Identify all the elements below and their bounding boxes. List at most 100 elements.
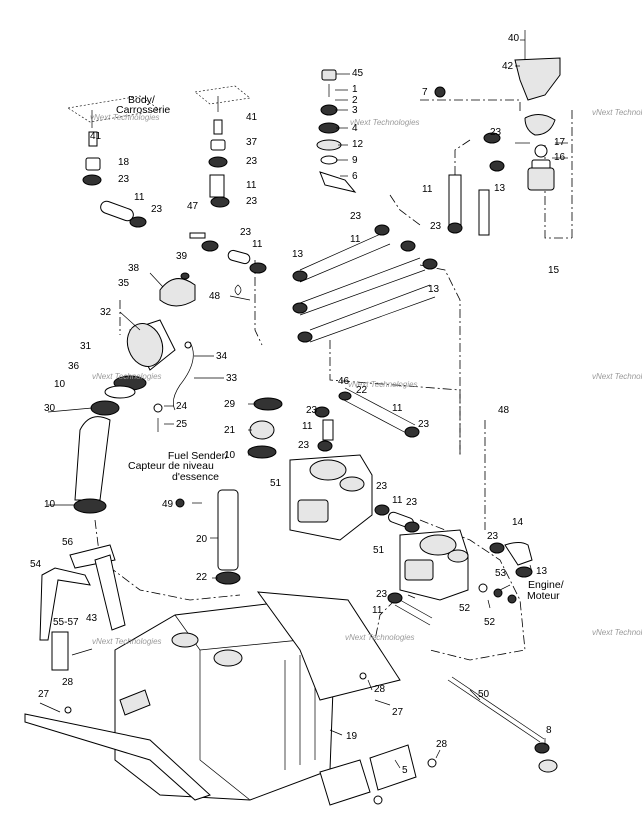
leader-lines xyxy=(39,39,568,769)
part-callout-48b: 48 xyxy=(498,405,510,416)
part-callout-23o: 23 xyxy=(430,221,442,232)
watermark: vNext Technologies xyxy=(592,372,642,381)
part-callout-11b: 11 xyxy=(252,239,263,250)
part-callout-22: 22 xyxy=(356,385,368,396)
part-callout-27a: 27 xyxy=(38,689,50,700)
part-callout-49: 49 xyxy=(162,499,174,510)
part-callout-10a: 10 xyxy=(54,379,66,390)
part-callout-56: 56 xyxy=(62,537,74,548)
part-callout-27b: 27 xyxy=(392,707,404,718)
routing-lines xyxy=(94,99,573,661)
part-callout-18: 18 xyxy=(118,157,130,168)
part-callout-9: 9 xyxy=(352,155,358,166)
fuel-sender-label-fr2: d'essence xyxy=(172,471,219,483)
part-callout-40: 40 xyxy=(508,33,520,44)
watermark: vNext Technologies xyxy=(90,113,160,122)
part-callout-23e: 23 xyxy=(246,156,258,167)
part-callout-14: 14 xyxy=(512,517,524,528)
part-callout-25: 25 xyxy=(176,419,188,430)
part-callout-11i: 11 xyxy=(422,184,433,195)
part-callout-55-57: 55-57 xyxy=(53,617,79,628)
engine-label-en: Engine/ xyxy=(528,579,564,591)
part-callout-13a: 13 xyxy=(292,249,304,260)
body-label-fr: Carrosserie xyxy=(116,104,171,116)
part-callout-36: 36 xyxy=(68,361,80,372)
carburetors xyxy=(289,454,469,601)
part-callout-48a: 48 xyxy=(209,291,221,302)
body-label-en: Body/ xyxy=(128,94,155,106)
part-callout-4: 4 xyxy=(352,123,358,134)
part-callout-23f: 23 xyxy=(246,196,258,207)
part-callout-15: 15 xyxy=(548,265,560,276)
tank-straps xyxy=(39,544,437,806)
part-callout-50: 50 xyxy=(478,689,490,700)
part-callout-21: 21 xyxy=(224,425,236,436)
part-callout-8: 8 xyxy=(546,725,552,736)
part-callout-33: 33 xyxy=(226,373,238,384)
part-callout-3: 3 xyxy=(352,105,358,116)
part-callout-39: 39 xyxy=(176,251,188,262)
part-callout-31: 31 xyxy=(80,341,92,352)
engine-label-fr: Moteur xyxy=(527,590,560,602)
filler-neck-parts xyxy=(73,272,196,514)
part-callout-23g: 23 xyxy=(306,405,318,416)
fuel-hoses xyxy=(292,132,505,343)
part-callout-52a: 52 xyxy=(459,603,471,614)
part-callout-10c: 10 xyxy=(44,499,56,510)
part-callout-12: 12 xyxy=(352,139,364,150)
fuel-tank xyxy=(24,591,401,801)
part-callout-11h: 11 xyxy=(372,605,383,616)
part-callout-37: 37 xyxy=(246,137,258,148)
part-callout-29: 29 xyxy=(224,399,236,410)
part-callout-17: 17 xyxy=(554,137,566,148)
fuel-sender-label-fr1: Capteur de niveau xyxy=(128,460,214,472)
part-callout-16: 16 xyxy=(554,152,566,163)
part-callout-1: 1 xyxy=(352,84,358,95)
part-callout-11d: 11 xyxy=(350,234,361,245)
centre-parts xyxy=(175,284,283,585)
fuel-filter xyxy=(514,30,561,191)
part-callout-11a: 11 xyxy=(134,192,145,203)
part-callout-13b: 13 xyxy=(428,284,440,295)
part-callout-11e: 11 xyxy=(392,403,403,414)
watermark: vNext Technologies xyxy=(592,628,642,637)
choke-cable xyxy=(447,676,558,773)
part-callout-23m: 23 xyxy=(376,589,388,600)
part-callout-23d: 23 xyxy=(350,211,362,222)
part-callout-43: 43 xyxy=(86,613,98,624)
part-callout-2: 2 xyxy=(352,95,358,106)
part-callout-45: 45 xyxy=(352,68,364,79)
part-callout-28b: 28 xyxy=(374,684,386,695)
part-callout-53: 53 xyxy=(495,568,507,579)
watermark: vNext Technologies xyxy=(92,637,162,646)
part-callout-20: 20 xyxy=(196,534,208,545)
part-callout-10b: 10 xyxy=(224,450,236,461)
part-callout-23l: 23 xyxy=(487,531,499,542)
part-callout-23h: 23 xyxy=(418,419,430,430)
carb-hoses xyxy=(314,387,533,626)
part-callout-52b: 52 xyxy=(484,617,496,628)
part-callout-23b: 23 xyxy=(151,204,163,215)
watermark: vNext Technologies xyxy=(350,118,420,127)
part-callout-23a: 23 xyxy=(118,174,130,185)
part-callout-19: 19 xyxy=(346,731,358,742)
part-callout-41a: 41 xyxy=(90,131,102,142)
part-callout-23i: 23 xyxy=(298,440,310,451)
cap-stack-parts xyxy=(316,69,446,193)
part-callout-7: 7 xyxy=(422,87,428,98)
part-callout-38: 38 xyxy=(128,263,140,274)
part-callout-34: 34 xyxy=(216,351,228,362)
part-callout-23c: 23 xyxy=(240,227,252,238)
watermark: vNext Technologies xyxy=(348,380,418,389)
part-callout-51b: 51 xyxy=(373,545,385,556)
part-callout-42: 42 xyxy=(502,61,514,72)
part-callout-41b: 41 xyxy=(246,112,258,123)
part-callout-13c: 13 xyxy=(536,566,548,577)
part-callout-51a: 51 xyxy=(270,478,282,489)
part-callout-32: 32 xyxy=(100,307,112,318)
part-callout-23k: 23 xyxy=(406,497,418,508)
part-callout-13d: 13 xyxy=(494,183,506,194)
part-callout-23j: 23 xyxy=(376,481,388,492)
part-callout-5: 5 xyxy=(402,765,408,776)
